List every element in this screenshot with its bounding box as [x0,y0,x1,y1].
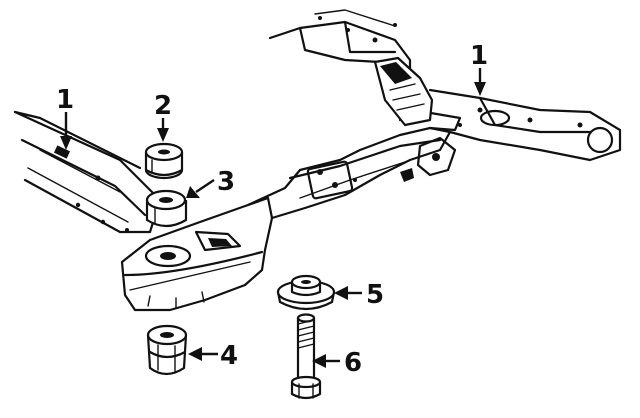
upper-insulator [144,142,184,180]
callout-4: 4 [220,341,238,371]
lower-insulator [146,324,188,376]
crossmember-bracket [120,196,274,312]
callout-6: 6 [344,348,362,378]
callout-2: 2 [154,91,172,121]
washer-retainer [276,274,336,311]
bolt [290,313,322,400]
leader-lines [60,68,486,368]
left-frame-rail [13,110,162,234]
right-frame-rail [268,9,622,162]
bushing [145,189,188,228]
callout-5: 5 [366,280,384,310]
callout-1-right: 1 [470,41,488,71]
callout-3: 3 [217,167,235,197]
callout-1-left: 1 [56,85,74,115]
connecting-arm [246,110,462,220]
callout-labels: 1 1 2 3 4 5 6 [56,41,488,378]
